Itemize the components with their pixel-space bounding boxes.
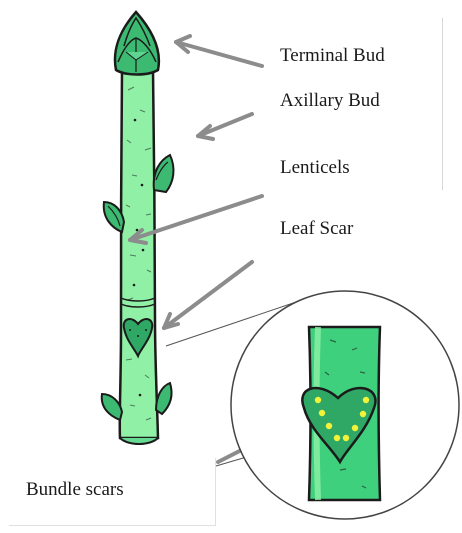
- label-bundle-scars: Bundle scars: [26, 480, 124, 499]
- arrow-axillary-bud: [198, 114, 252, 136]
- label-terminal-bud: Terminal Bud: [280, 46, 385, 65]
- label-axillary-bud: Axillary Bud: [280, 91, 380, 110]
- label-leaf-scar: Leaf Scar: [280, 219, 353, 238]
- axillary-bud-upper: [154, 155, 174, 192]
- twig-stem: [120, 70, 158, 444]
- label-lenticels: Lenticels: [280, 158, 350, 177]
- arrow-terminal-bud: [176, 42, 262, 66]
- axillary-bud-lower-right: [156, 383, 172, 414]
- arrow-leaf-scar: [164, 262, 252, 328]
- terminal-bud: [115, 12, 159, 75]
